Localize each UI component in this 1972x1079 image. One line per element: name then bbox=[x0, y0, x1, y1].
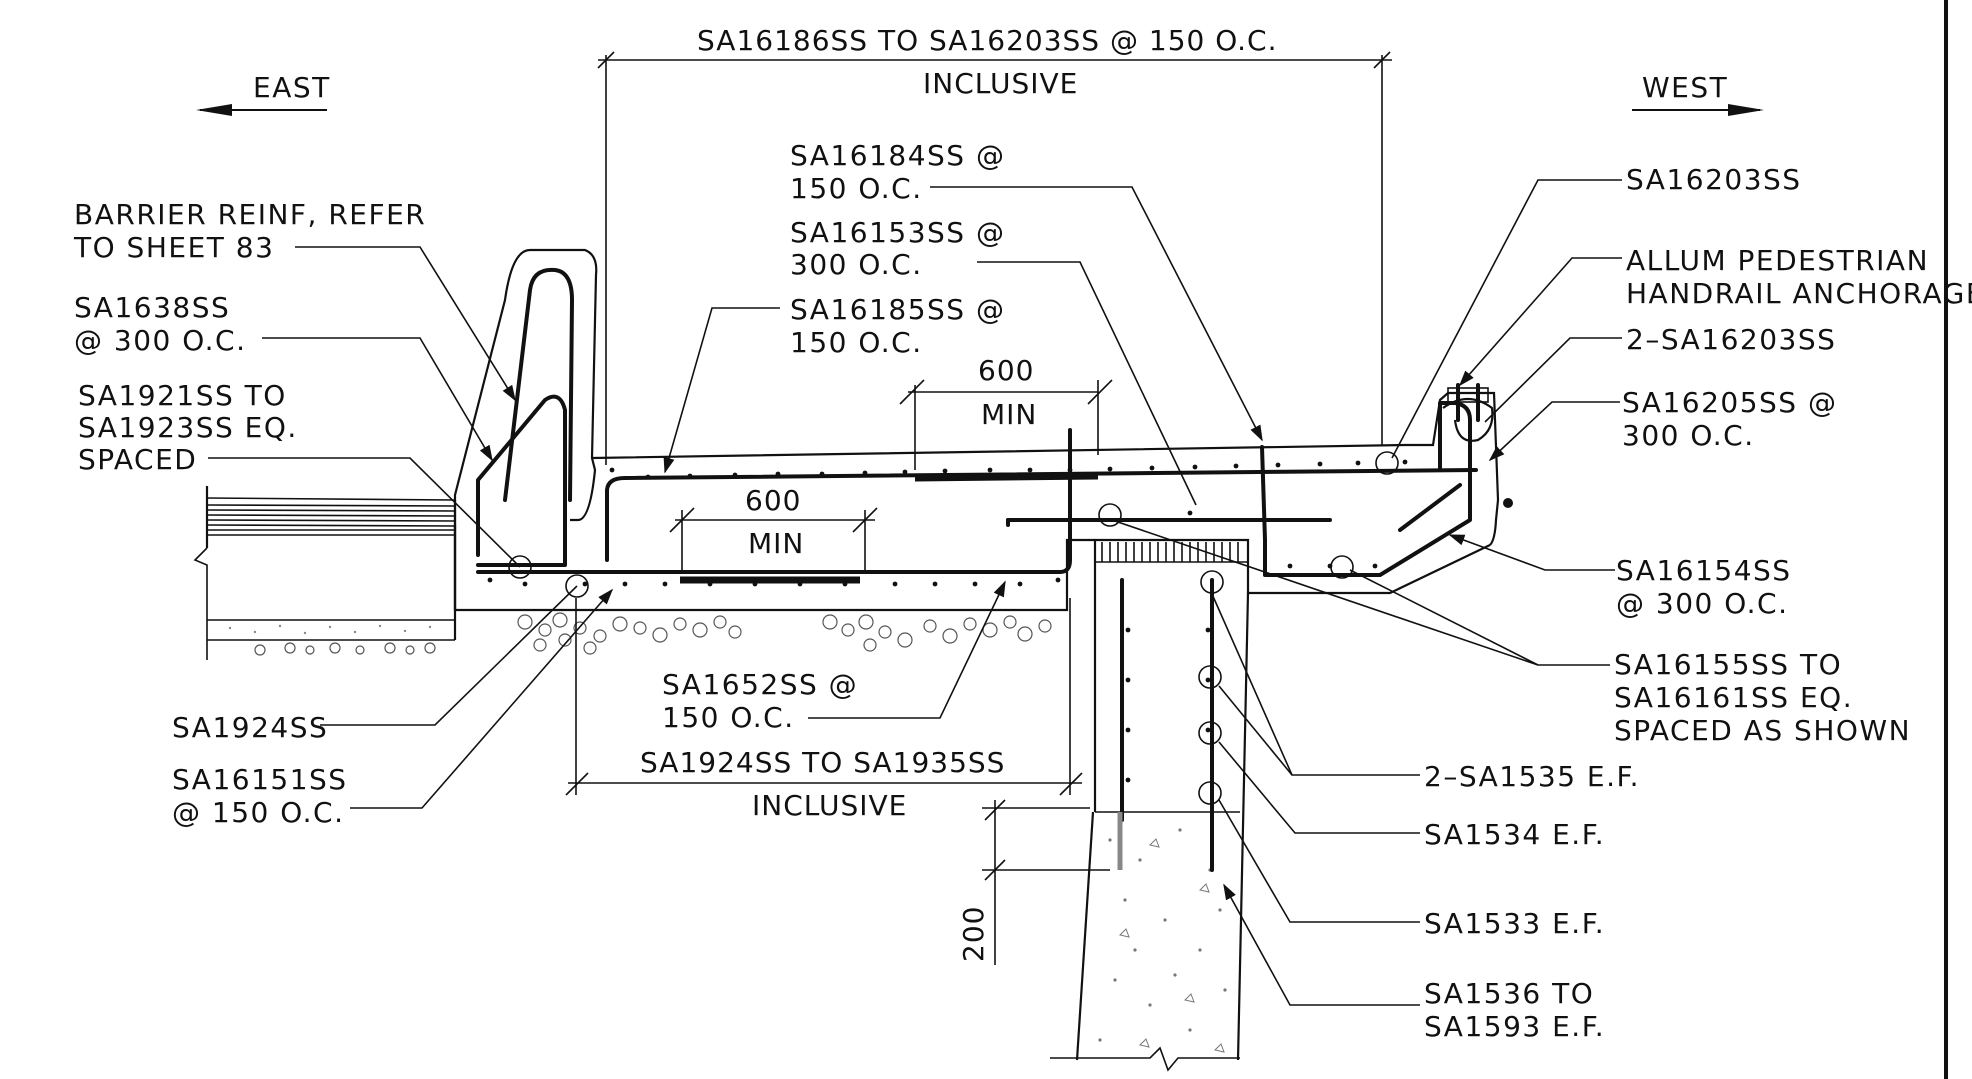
callout-sa16153-2: 300 O.C. bbox=[790, 248, 923, 281]
west-arrow: WEST bbox=[1632, 71, 1764, 116]
callout-sa16205-1: SA16205SS @ bbox=[1622, 386, 1837, 419]
marker-sa1533 bbox=[1198, 781, 1222, 805]
upper-min-dimension: 600 MIN bbox=[899, 354, 1113, 470]
top-span-inclusive: INCLUSIVE bbox=[923, 67, 1078, 100]
marker-sa1534 bbox=[1198, 721, 1222, 745]
vertical-embed-dimension: 200 bbox=[957, 799, 1110, 965]
marker-sa16155-a bbox=[1098, 503, 1122, 527]
callout-sa16151-1: SA16151SS bbox=[172, 763, 348, 796]
marker-sa1535-b bbox=[1198, 665, 1222, 689]
marker-sa1924 bbox=[565, 574, 589, 598]
leader-lines bbox=[208, 179, 1622, 1006]
lower-min-label: MIN bbox=[748, 527, 804, 560]
top-span-dimension: SA16186SS TO SA16203SS @ 150 O.C. INCLUS… bbox=[597, 24, 1392, 465]
callout-sa1652-1: SA1652SS @ bbox=[662, 668, 858, 701]
callout-sa1638-2: @ 300 O.C. bbox=[74, 324, 247, 357]
callout-handrail-2: HANDRAIL ANCHORAGE bbox=[1626, 277, 1972, 310]
callout-sa1652-2: 150 O.C. bbox=[662, 701, 795, 734]
callout-sa16184-1: SA16184SS @ bbox=[790, 139, 1005, 172]
lower-min-dimension: 600 MIN bbox=[669, 484, 878, 572]
callout-sa1924: SA1924SS bbox=[172, 711, 328, 744]
top-span-text: SA16186SS TO SA16203SS @ 150 O.C. bbox=[697, 24, 1277, 57]
handrail-anchorage bbox=[1442, 383, 1513, 508]
callout-sa16203: SA16203SS bbox=[1626, 163, 1802, 196]
pier-concrete-speckle bbox=[1098, 828, 1227, 1053]
marker-sa1921 bbox=[508, 555, 532, 579]
upper-min-label: MIN bbox=[981, 398, 1037, 431]
marker-sa16155-b bbox=[1330, 555, 1354, 579]
callout-sa1638-1: SA1638SS bbox=[74, 291, 230, 324]
callout-sa16154-2: @ 300 O.C. bbox=[1616, 587, 1789, 620]
callouts-left: BARRIER REINF, REFER TO SHEET 83 SA1638S… bbox=[73, 198, 426, 829]
bottom-span-inclusive: INCLUSIVE bbox=[752, 789, 907, 822]
callout-barrier-reinf-1: BARRIER REINF, REFER bbox=[74, 198, 426, 231]
callout-sa16155-3: SPACED AS SHOWN bbox=[1614, 714, 1911, 747]
existing-road bbox=[193, 486, 457, 660]
pier-top-hatch bbox=[1095, 542, 1247, 563]
callout-barrier-reinf-2: TO SHEET 83 bbox=[73, 231, 274, 264]
callout-sa16185-2: 150 O.C. bbox=[790, 326, 923, 359]
callout-sa1536-1: SA1536 TO bbox=[1424, 977, 1594, 1010]
vertical-embed-value: 200 bbox=[957, 906, 990, 962]
callout-sa1921-2: SA1923SS EQ. bbox=[78, 411, 298, 444]
east-arrow: EAST bbox=[196, 71, 331, 116]
callouts-center: SA16184SS @ 150 O.C. SA16153SS @ 300 O.C… bbox=[662, 139, 1005, 734]
west-label: WEST bbox=[1642, 71, 1728, 104]
callout-2-sa1535: 2–SA1535 E.F. bbox=[1424, 760, 1640, 793]
callout-sa16205-2: 300 O.C. bbox=[1622, 419, 1755, 452]
callout-sa16154-1: SA16154SS bbox=[1616, 554, 1792, 587]
callout-sa16184-2: 150 O.C. bbox=[790, 172, 923, 205]
callout-sa1921-1: SA1921SS TO bbox=[78, 379, 287, 412]
bottom-span-text: SA1924SS TO SA1935SS bbox=[640, 746, 1005, 779]
marker-sa1535-a bbox=[1200, 570, 1224, 594]
callout-2-sa16203: 2–SA16203SS bbox=[1626, 323, 1836, 356]
callout-sa1536-2: SA1593 E.F. bbox=[1424, 1010, 1605, 1043]
marker-sa16203 bbox=[1375, 451, 1399, 475]
bottom-span-dimension: SA1924SS TO SA1935SS INCLUSIVE bbox=[565, 598, 1083, 822]
callouts-right: SA16203SS ALLUM PEDESTRIAN HANDRAIL ANCH… bbox=[1424, 163, 1972, 1043]
reinforcement bbox=[476, 267, 1513, 872]
callout-sa1534: SA1534 E.F. bbox=[1424, 818, 1605, 851]
upper-min-value: 600 bbox=[978, 354, 1034, 387]
callout-sa1533: SA1533 E.F. bbox=[1424, 907, 1605, 940]
callout-sa16153-1: SA16153SS @ bbox=[790, 216, 1005, 249]
east-label: EAST bbox=[253, 71, 331, 104]
callout-handrail-1: ALLUM PEDESTRIAN bbox=[1626, 244, 1929, 277]
lower-min-value: 600 bbox=[745, 484, 801, 517]
callout-sa16155-2: SA16161SS EQ. bbox=[1614, 681, 1853, 714]
callout-sa16151-2: @ 150 O.C. bbox=[172, 796, 345, 829]
gravel-bed bbox=[517, 612, 1052, 655]
callout-sa1921-3: SPACED bbox=[78, 443, 197, 476]
callout-sa16155-1: SA16155SS TO bbox=[1614, 648, 1842, 681]
callout-sa16185-1: SA16185SS @ bbox=[790, 293, 1005, 326]
